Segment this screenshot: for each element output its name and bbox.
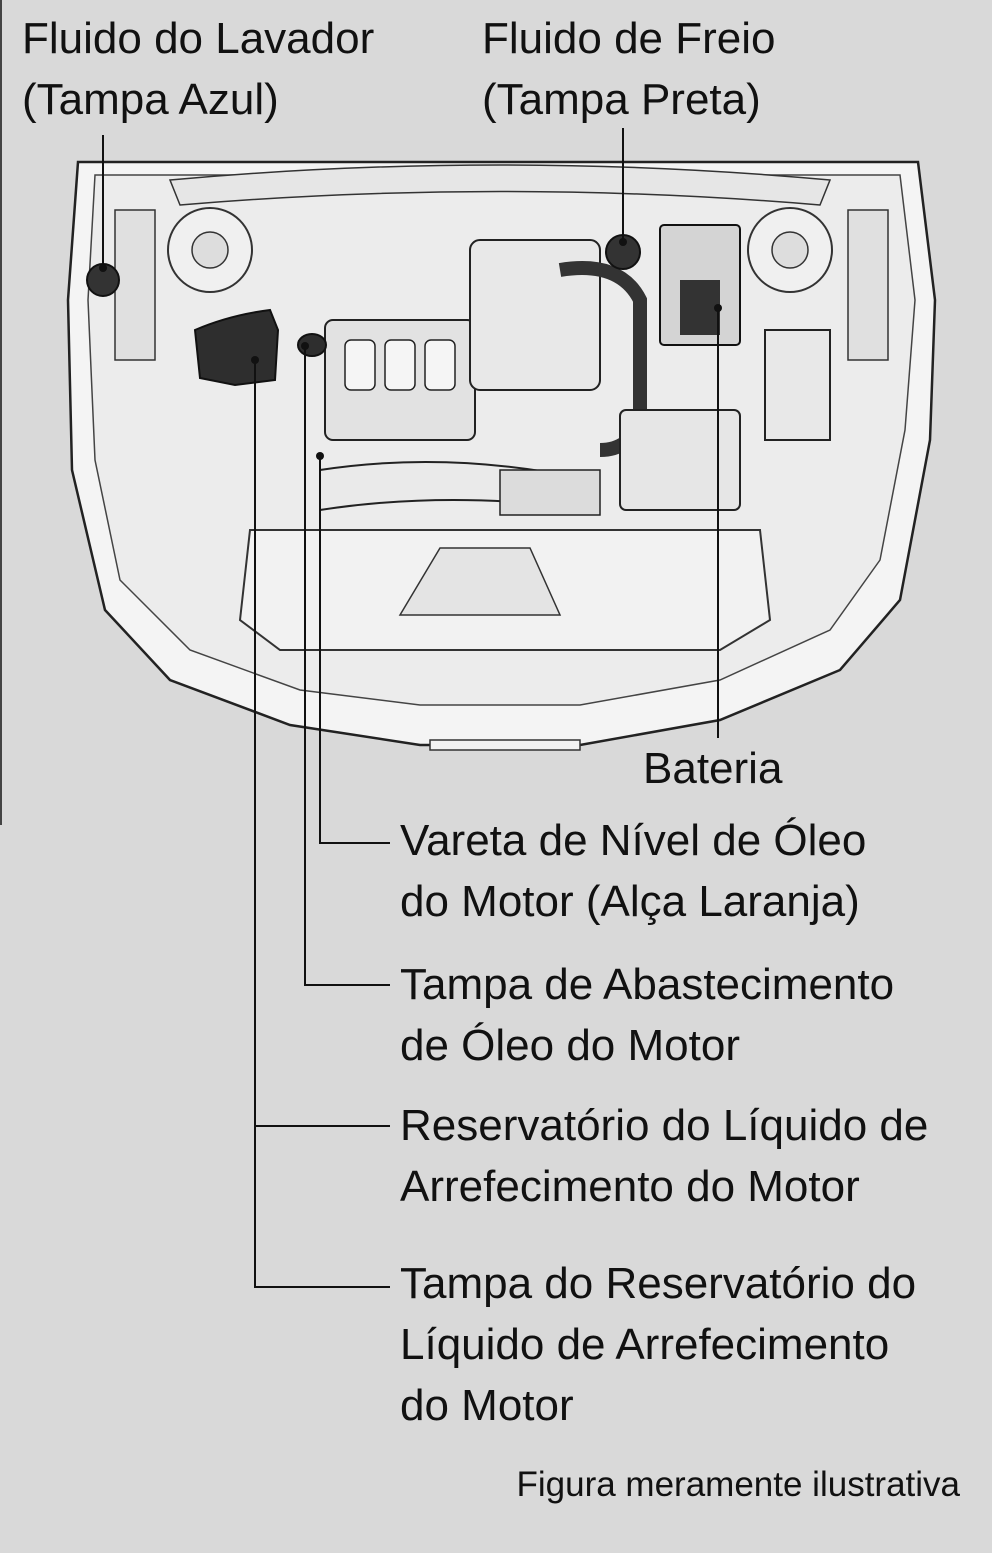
label-dipstick-line-2: do Motor (Alça Laranja): [400, 877, 860, 926]
label-coolant-reservoir-cap: Tampa do Reservatório do Líquido de Arre…: [400, 1253, 916, 1436]
leader-dot-oil-filler: [301, 342, 309, 350]
coolant-reservoir-shape: [193, 308, 280, 387]
label-coolant-reservoir-line-1: Reservatório do Líquido de: [400, 1101, 929, 1150]
label-battery-line-1: Bateria: [643, 744, 783, 793]
leader-line-coolant-cap: [254, 1126, 390, 1288]
label-brake-fluid-line-2: (Tampa Preta): [482, 75, 761, 124]
label-battery: Bateria: [643, 738, 782, 799]
battery-shape: [659, 224, 741, 346]
label-coolant-reservoir-cap-line-1: Tampa do Reservatório do: [400, 1259, 917, 1308]
label-coolant-reservoir-cap-line-2: Líquido de Arrefecimento: [400, 1320, 890, 1369]
label-coolant-reservoir-cap-line-3: do Motor: [400, 1381, 574, 1430]
label-coolant-reservoir-line-2: Arrefecimento do Motor: [400, 1162, 860, 1211]
label-brake-fluid-line-1: Fluido de Freio: [482, 14, 776, 63]
leader-line-oil-filler: [304, 345, 390, 986]
label-dipstick-line-1: Vareta de Nível de Óleo: [400, 816, 867, 865]
label-washer-fluid: Fluido do Lavador (Tampa Azul): [22, 8, 374, 130]
leader-line-dipstick: [319, 455, 390, 844]
label-washer-fluid-line-1: Fluido do Lavador: [22, 14, 375, 63]
figure-caption: Figura meramente ilustrativa: [516, 1465, 961, 1504]
fuse-box-shape: [764, 329, 831, 441]
air-box-shape: [619, 409, 741, 511]
engine-block: [319, 239, 647, 516]
label-oil-filler-cap-line-2: de Óleo do Motor: [400, 1021, 740, 1070]
label-oil-filler-cap: Tampa de Abastecimento de Óleo do Motor: [400, 954, 894, 1076]
leader-dot-battery: [714, 304, 722, 312]
leader-dot-brake: [619, 238, 627, 246]
label-brake-fluid: Fluido de Freio (Tampa Preta): [482, 8, 775, 130]
label-coolant-reservoir: Reservatório do Líquido de Arrefecimento…: [400, 1095, 928, 1217]
label-washer-fluid-line-2: (Tampa Azul): [22, 75, 279, 124]
leader-dot-coolant: [251, 356, 259, 364]
label-oil-filler-cap-line-1: Tampa de Abastecimento: [400, 960, 895, 1009]
label-dipstick: Vareta de Nível de Óleo do Motor (Alça L…: [400, 810, 866, 932]
leader-dot-dipstick: [316, 452, 324, 460]
leader-dot-washer: [99, 264, 107, 272]
